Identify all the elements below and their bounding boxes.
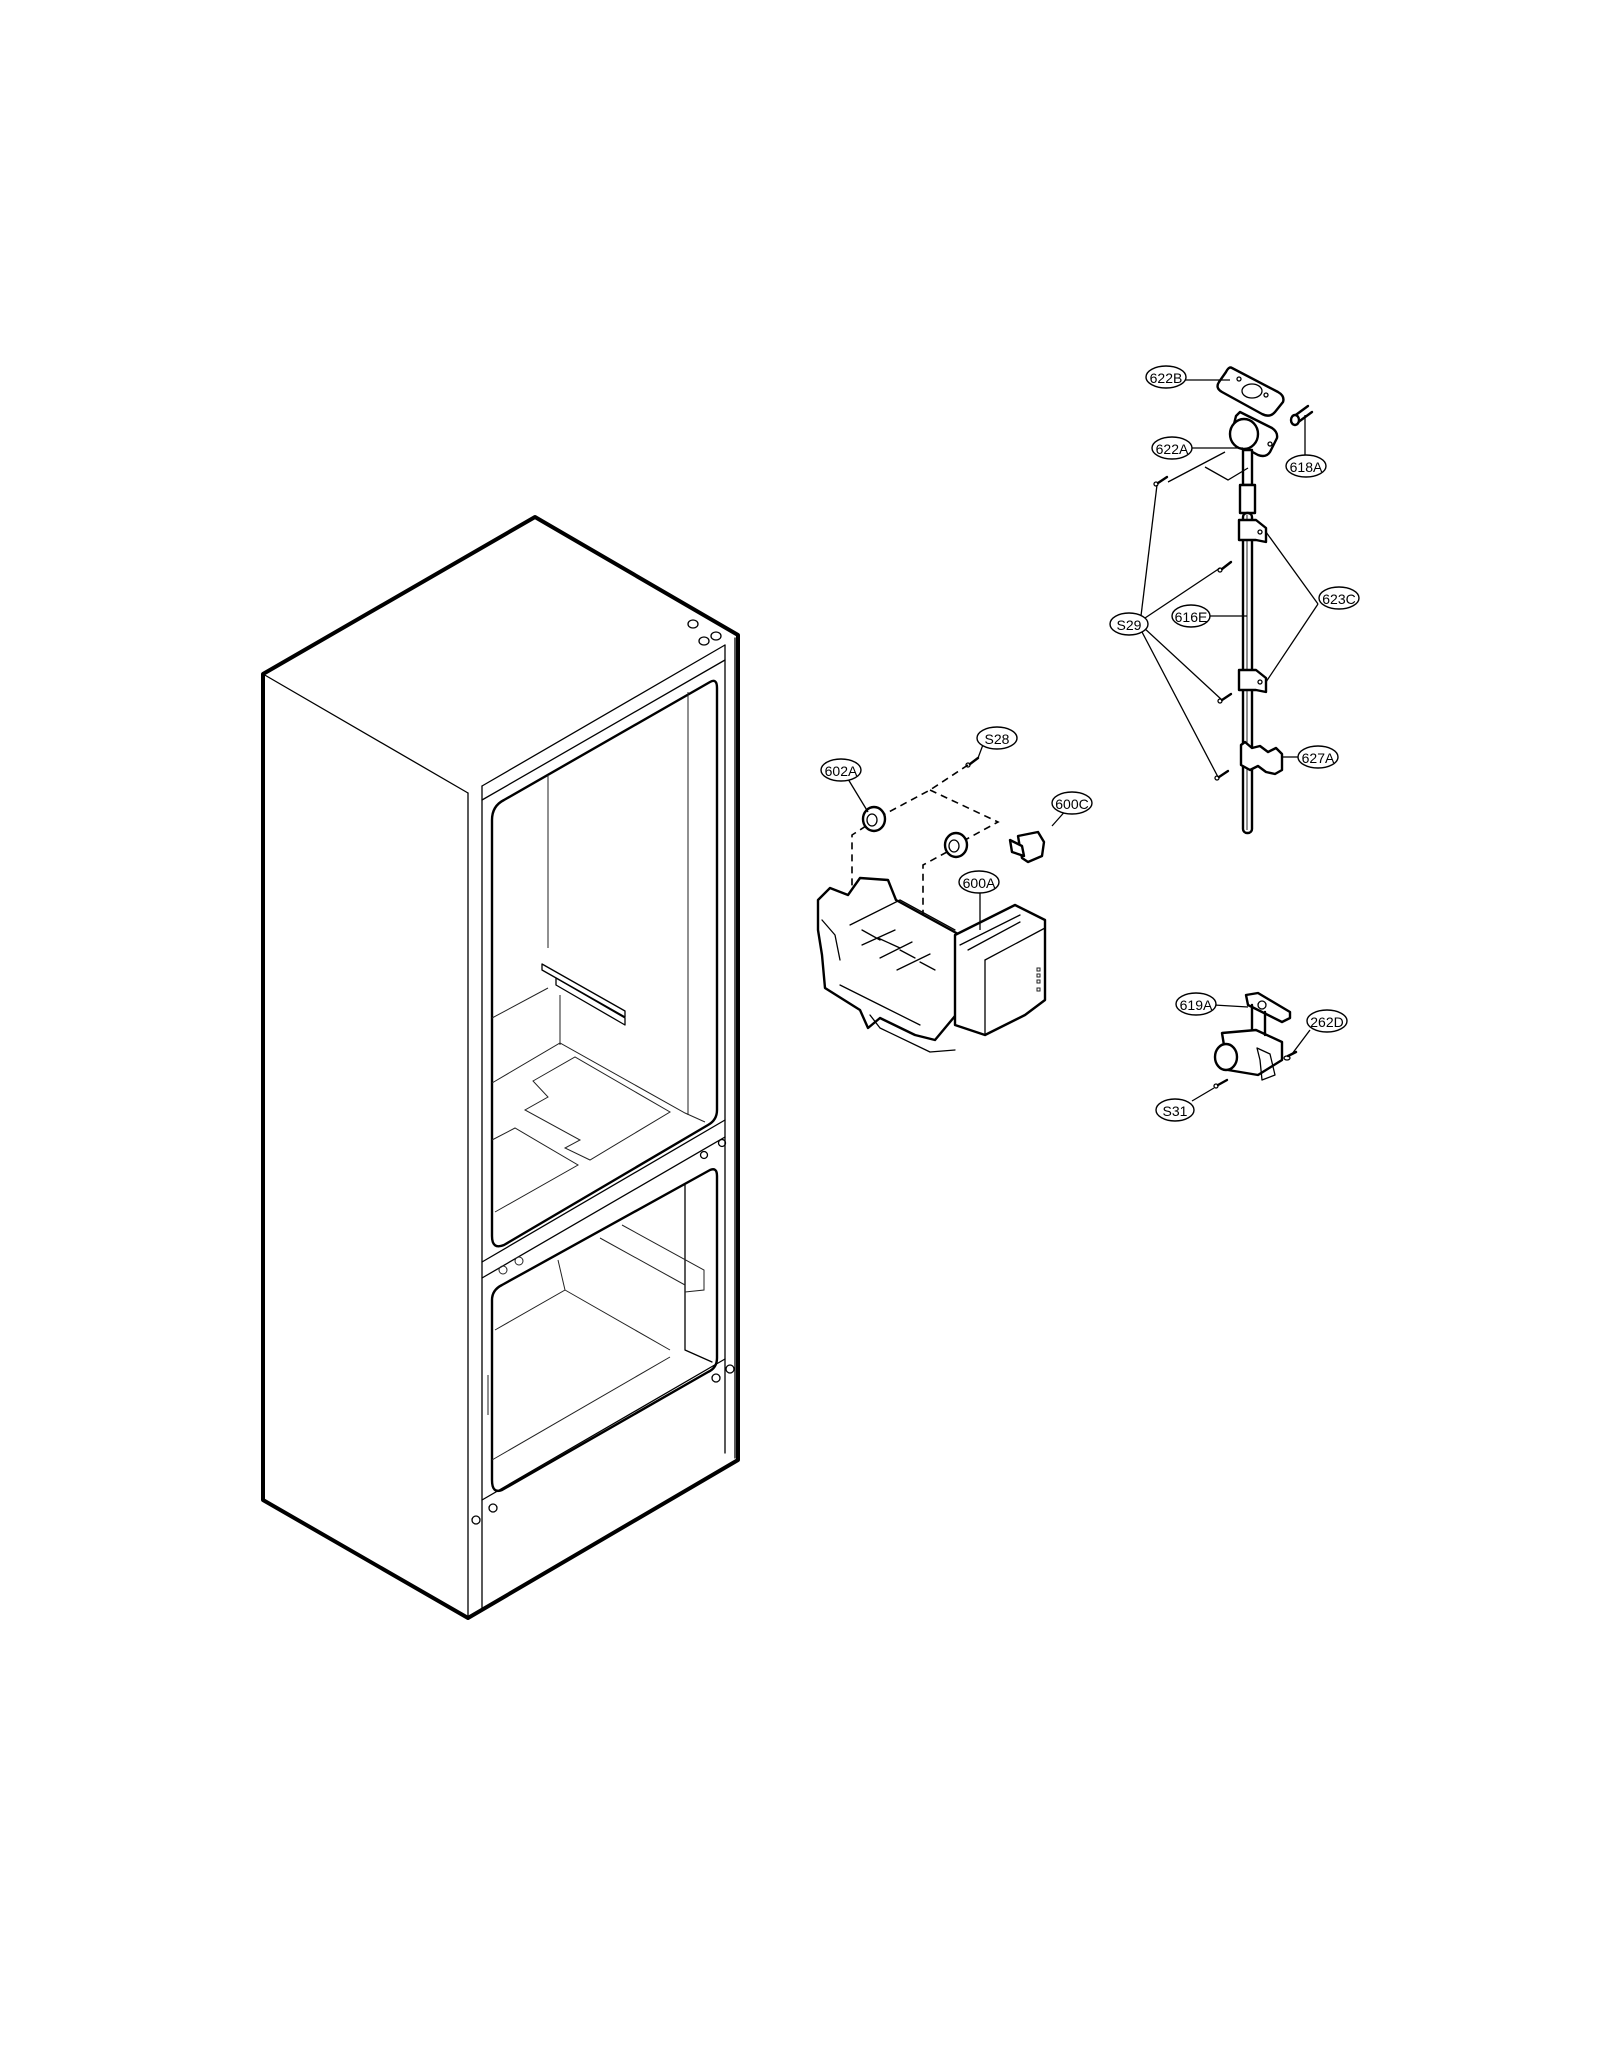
callout-616E[interactable]: 616E [1171, 604, 1211, 628]
screw-icon [1153, 475, 1233, 781]
callout-S28[interactable]: S28 [976, 726, 1018, 750]
callout-600C[interactable]: 600C [1051, 791, 1093, 815]
callout-label: 627A [1302, 750, 1335, 766]
callout-262D[interactable]: 262D [1306, 1009, 1348, 1033]
callout-label: 616E [1175, 609, 1208, 625]
callout-S29[interactable]: S29 [1109, 612, 1149, 636]
callout-label: 622B [1150, 370, 1183, 386]
callout-label: 623C [1322, 591, 1355, 607]
callout-600A[interactable]: 600A [958, 870, 1000, 894]
callout-label: S29 [1117, 617, 1142, 633]
callout-623C[interactable]: 623C [1318, 586, 1360, 610]
water-valve-assembly [1213, 991, 1298, 1089]
ice-maker-assembly [816, 756, 1047, 1053]
callout-627A[interactable]: 627A [1297, 745, 1339, 769]
callout-622A[interactable]: 622A [1151, 436, 1193, 460]
callout-622B[interactable]: 622B [1145, 365, 1187, 389]
callout-label: 262D [1310, 1014, 1343, 1030]
callout-label: 619A [1180, 997, 1213, 1013]
refrigerator-cabinet [261, 515, 740, 1620]
callout-S31[interactable]: S31 [1155, 1098, 1195, 1122]
callout-label: 602A [825, 763, 858, 779]
leader-lines [847, 379, 1319, 1102]
callout-label: 618A [1290, 459, 1323, 475]
callout-label: S31 [1163, 1103, 1188, 1119]
callout-618A[interactable]: 618A [1285, 454, 1327, 478]
callout-label: 600C [1055, 796, 1088, 812]
callout-label: S28 [985, 731, 1010, 747]
callout-label: 622A [1156, 441, 1189, 457]
water-tube-assembly [1153, 366, 1314, 835]
callout-label: 600A [963, 875, 996, 891]
callout-619A[interactable]: 619A [1175, 992, 1217, 1016]
callout-602A[interactable]: 602A [820, 758, 862, 782]
